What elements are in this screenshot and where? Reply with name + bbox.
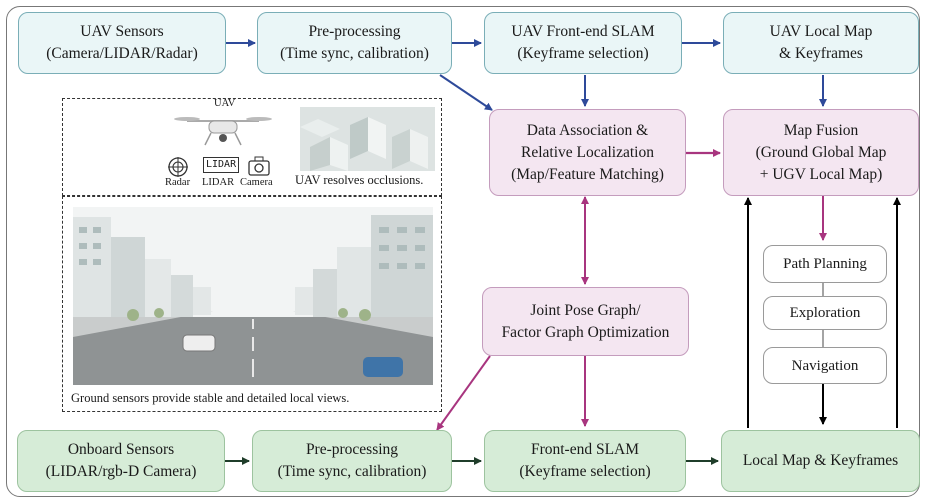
camera-label: Camera	[240, 177, 273, 188]
data-assoc-line-2: Relative Localization	[521, 143, 654, 161]
data-assoc-line-3: (Map/Feature Matching)	[511, 165, 664, 183]
ugv-front-end-slam-box: Front-end SLAM (Keyframe selection)	[484, 430, 686, 492]
map-fusion-box: Map Fusion (Ground Global Map + UGV Loca…	[723, 109, 919, 196]
navigation-label: Navigation	[791, 357, 859, 374]
pose-graph-line-2: Factor Graph Optimization	[501, 323, 670, 341]
uav-sensors-box: UAV Sensors (Camera/LIDAR/Radar)	[18, 12, 226, 74]
street-scene-image	[73, 207, 433, 385]
ugv-preprocessing-title: Pre-processing	[305, 441, 399, 458]
uav-local-map-subtitle: & Keyframes	[779, 45, 863, 62]
data-assoc-line-1: Data Association &	[526, 121, 649, 139]
navigation-box: Navigation	[763, 347, 887, 384]
ugv-slam-title: Front-end SLAM	[530, 441, 640, 458]
pose-graph-box: Joint Pose Graph/ Factor Graph Optimizat…	[482, 287, 689, 356]
uav-slam-title: UAV Front-end SLAM	[511, 23, 655, 40]
uav-front-end-slam-box: UAV Front-end SLAM (Keyframe selection)	[484, 12, 682, 74]
arrow-pose-graph-to-ugv-preproc	[436, 355, 491, 431]
ground-caption: Ground sensors provide stable and detail…	[71, 391, 350, 405]
onboard-sensors-box: Onboard Sensors (LIDAR/rgb-D Camera)	[17, 430, 225, 492]
ugv-preprocessing-subtitle: (Time sync, calibration)	[277, 463, 427, 480]
ugv-local-map-label: Local Map & Keyframes	[742, 452, 899, 469]
pose-graph-line-1: Joint Pose Graph/	[530, 301, 641, 319]
ugv-preprocessing-box: Pre-processing (Time sync, calibration)	[252, 430, 452, 492]
uav-sensors-subtitle: (Camera/LIDAR/Radar)	[46, 45, 198, 62]
uav-preprocessing-box: Pre-processing (Time sync, calibration)	[257, 12, 452, 74]
radar-label: Radar	[165, 177, 191, 188]
uav-local-map-title: UAV Local Map	[769, 23, 873, 40]
camera-icon	[248, 156, 270, 176]
uav-label: UAV	[214, 98, 236, 109]
ground-illustration-panel: Ground sensors provide stable and detail…	[62, 196, 442, 412]
ugv-local-map-box: Local Map & Keyframes	[721, 430, 920, 492]
radar-icon	[168, 157, 188, 177]
map-fusion-line-1: Map Fusion	[783, 121, 859, 139]
aerial-city-image	[300, 107, 435, 171]
path-planning-box: Path Planning	[763, 245, 887, 283]
uav-drone-illustration	[174, 117, 272, 146]
uav-illustration-panel: UAV LIDAR Radar LIDAR Camera UAV resolve…	[62, 98, 442, 196]
uav-preprocessing-subtitle: (Time sync, calibration)	[280, 45, 429, 62]
uav-sensors-title: UAV Sensors	[80, 23, 164, 40]
map-fusion-line-2: (Ground Global Map	[755, 143, 887, 161]
exploration-label: Exploration	[789, 305, 861, 321]
exploration-box: Exploration	[763, 296, 887, 330]
lidar-icon: LIDAR	[203, 157, 240, 173]
uav-slam-subtitle: (Keyframe selection)	[517, 45, 649, 62]
arrow-uav-preproc-to-data-assoc	[439, 74, 493, 111]
onboard-sensors-title: Onboard Sensors	[67, 441, 175, 458]
uav-local-map-box: UAV Local Map & Keyframes	[723, 12, 919, 74]
path-planning-label: Path Planning	[783, 256, 867, 272]
lidar-label: LIDAR	[202, 177, 235, 188]
map-fusion-line-3: + UGV Local Map)	[759, 165, 883, 183]
outer-frame	[6, 6, 920, 497]
ugv-slam-subtitle: (Keyframe selection)	[519, 463, 651, 480]
uav-caption: UAV resolves occlusions.	[295, 173, 424, 187]
data-association-box: Data Association & Relative Localization…	[489, 109, 686, 196]
onboard-sensors-subtitle: (LIDAR/rgb-D Camera)	[45, 463, 197, 480]
uav-preprocessing-title: Pre-processing	[308, 23, 401, 40]
